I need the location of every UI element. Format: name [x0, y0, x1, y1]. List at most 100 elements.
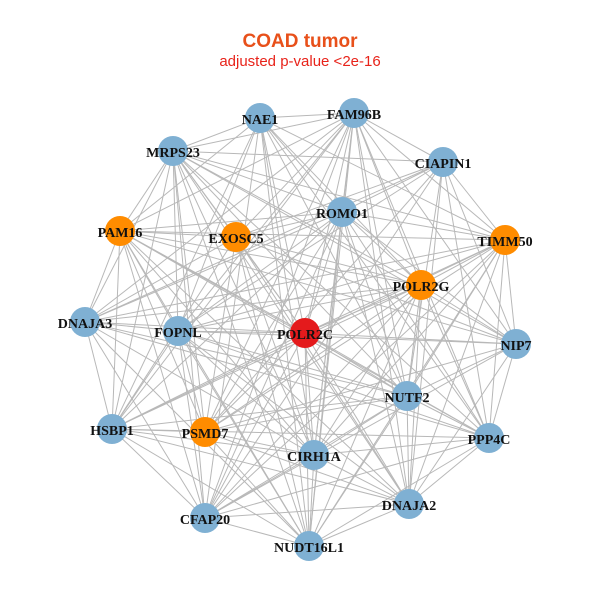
edge-nutf2-dnaja2 [406, 395, 410, 505]
node-nae1[interactable] [245, 103, 275, 133]
node-romo1[interactable] [327, 197, 357, 227]
edge-timm50-cfap20 [204, 239, 506, 519]
node-mrps23[interactable] [158, 136, 188, 166]
node-psmd7[interactable] [190, 417, 220, 447]
edge-nutf2-nudt16l1 [308, 395, 408, 547]
edge-nip7-ppp4c [488, 343, 517, 439]
edge-ppp4c-cfap20 [204, 437, 490, 519]
edge-polr2g-fopnl [177, 284, 422, 332]
node-polr2g[interactable] [406, 270, 436, 300]
edge-hsbp1-cfap20 [111, 428, 206, 519]
node-label-cfap20: CFAP20 [180, 513, 230, 528]
edge-dnaja3-fopnl [84, 321, 179, 332]
edge-polr2g-nip7 [420, 284, 517, 345]
node-nudt16l1[interactable] [294, 531, 324, 561]
edge-cirh1a-nudt16l1 [308, 454, 315, 547]
edge-fam96b-timm50 [353, 112, 506, 241]
edge-ciapin1-dnaja2 [408, 161, 444, 505]
edge-fam96b-dnaja2 [353, 112, 410, 505]
edge-nutf2-psmd7 [204, 395, 408, 433]
edge-pam16-exosc5 [119, 230, 237, 238]
node-label-dnaja3: DNAJA3 [58, 317, 112, 332]
edge-nae1-hsbp1 [111, 117, 261, 430]
edge-ciapin1-cfap20 [204, 161, 444, 519]
edge-fam96b-nutf2 [353, 112, 408, 397]
edge-pam16-timm50 [119, 230, 506, 241]
edge-fopnl-hsbp1 [111, 330, 179, 430]
node-nip7[interactable] [501, 329, 531, 359]
node-nutf2[interactable] [392, 381, 422, 411]
edge-ciapin1-timm50 [442, 161, 506, 241]
edge-pam16-psmd7 [119, 230, 206, 433]
edge-fam96b-cfap20 [204, 112, 355, 519]
edge-ciapin1-romo1 [341, 161, 444, 213]
node-cirh1a[interactable] [299, 440, 329, 470]
edge-pam16-dnaja3 [84, 230, 121, 323]
edge-polr2g-cirh1a [313, 284, 422, 456]
edge-cirh1a-dnaja2 [313, 454, 410, 505]
edge-pam16-cirh1a [119, 230, 315, 456]
edge-fam96b-hsbp1 [111, 112, 355, 430]
node-ciapin1[interactable] [428, 147, 458, 177]
edge-nae1-nutf2 [259, 117, 408, 397]
edge-cfap20-nudt16l1 [204, 517, 310, 547]
edge-exosc5-nudt16l1 [235, 236, 310, 547]
edge-exosc5-polr2c [235, 236, 306, 334]
node-label-nudt16l1: NUDT16L1 [274, 541, 344, 556]
edge-fopnl-nip7 [177, 330, 517, 345]
edge-polr2g-nudt16l1 [308, 284, 422, 547]
edge-romo1-pam16 [119, 211, 343, 232]
edge-fopnl-cfap20 [177, 330, 206, 519]
edge-polr2c-nutf2 [304, 332, 408, 397]
edge-fam96b-ciapin1 [353, 112, 444, 163]
edge-polr2g-dnaja3 [84, 284, 422, 323]
edge-layer [84, 112, 517, 547]
edge-nae1-timm50 [259, 117, 506, 241]
edge-fam96b-fopnl [177, 112, 355, 332]
edge-nae1-polr2c [259, 117, 306, 334]
edge-mrps23-ciapin1 [172, 150, 444, 163]
node-hsbp1[interactable] [97, 414, 127, 444]
edge-polr2c-dnaja2 [304, 332, 410, 505]
edge-romo1-polr2g [341, 211, 422, 286]
edge-exosc5-polr2g [235, 236, 422, 286]
edge-nae1-romo1 [259, 117, 343, 213]
node-dnaja2[interactable] [394, 489, 424, 519]
edge-ppp4c-dnaja2 [408, 437, 490, 505]
edge-fopnl-cirh1a [177, 330, 315, 456]
edge-polr2c-hsbp1 [111, 332, 306, 430]
node-polr2c[interactable] [290, 318, 320, 348]
node-pam16[interactable] [105, 216, 135, 246]
edge-polr2c-nip7 [304, 332, 517, 345]
node-timm50[interactable] [490, 225, 520, 255]
node-fam96b[interactable] [339, 98, 369, 128]
edge-romo1-timm50 [341, 211, 506, 241]
node-ppp4c[interactable] [474, 423, 504, 453]
edge-nae1-mrps23 [172, 117, 261, 152]
edge-mrps23-polr2g [172, 150, 422, 286]
node-cfap20[interactable] [190, 503, 220, 533]
edge-ciapin1-nip7 [442, 161, 517, 345]
edge-fam96b-dnaja3 [84, 112, 355, 323]
edge-polr2c-cirh1a [304, 332, 315, 456]
edge-dnaja3-polr2c [84, 321, 306, 334]
edge-dnaja2-nudt16l1 [308, 503, 410, 547]
edge-psmd7-nudt16l1 [204, 431, 310, 547]
edge-timm50-polr2g [420, 239, 506, 286]
node-label-nip7: NIP7 [500, 339, 531, 354]
node-label-polr2g: POLR2G [393, 280, 450, 295]
node-fopnl[interactable] [163, 316, 193, 346]
node-dnaja3[interactable] [70, 307, 100, 337]
node-label-polr2c: POLR2C [277, 328, 333, 343]
edge-fam96b-polr2c [304, 112, 355, 334]
node-label-nutf2: NUTF2 [384, 391, 429, 406]
edge-timm50-fopnl [177, 239, 506, 332]
node-label-hsbp1: HSBP1 [90, 424, 134, 439]
node-label-pam16: PAM16 [98, 226, 143, 241]
node-exosc5[interactable] [221, 222, 251, 252]
edge-fam96b-exosc5 [235, 112, 355, 238]
edge-pam16-dnaja2 [119, 230, 410, 505]
edge-romo1-psmd7 [204, 211, 343, 433]
